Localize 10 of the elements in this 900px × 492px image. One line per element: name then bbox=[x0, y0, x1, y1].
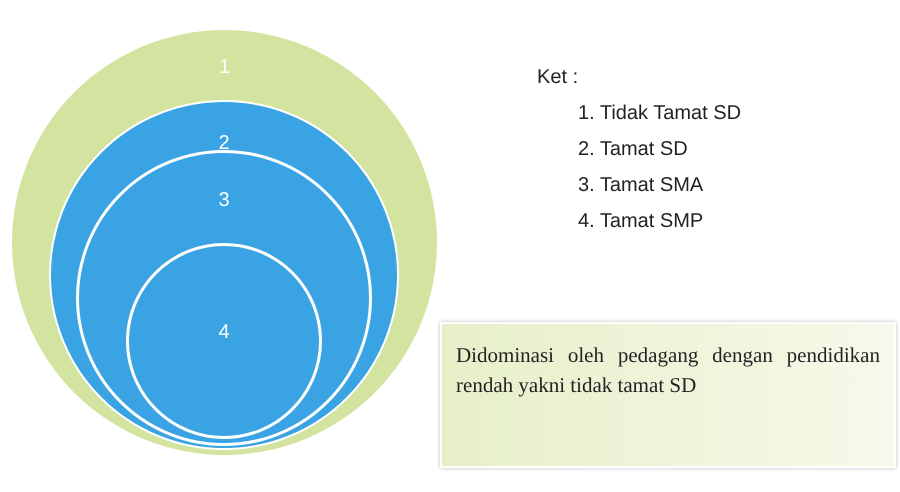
circle-number: 2 bbox=[218, 132, 230, 155]
legend-item: 3. Tamat SMA bbox=[578, 174, 704, 197]
legend-heading: Ket : bbox=[537, 66, 578, 89]
circle-number: 1 bbox=[218, 56, 230, 79]
note-box: Didominasi oleh pedagang dengan pendidikan rendah yakni tidak tamat SD bbox=[440, 322, 896, 468]
circle-number: 4 bbox=[218, 321, 230, 344]
circle-number: 3 bbox=[218, 189, 230, 212]
legend-item: 1. Tidak Tamat SD bbox=[578, 102, 742, 125]
legend-item: 4. Tamat SMP bbox=[578, 210, 704, 233]
legend-item: 2. Tamat SD bbox=[578, 138, 688, 161]
